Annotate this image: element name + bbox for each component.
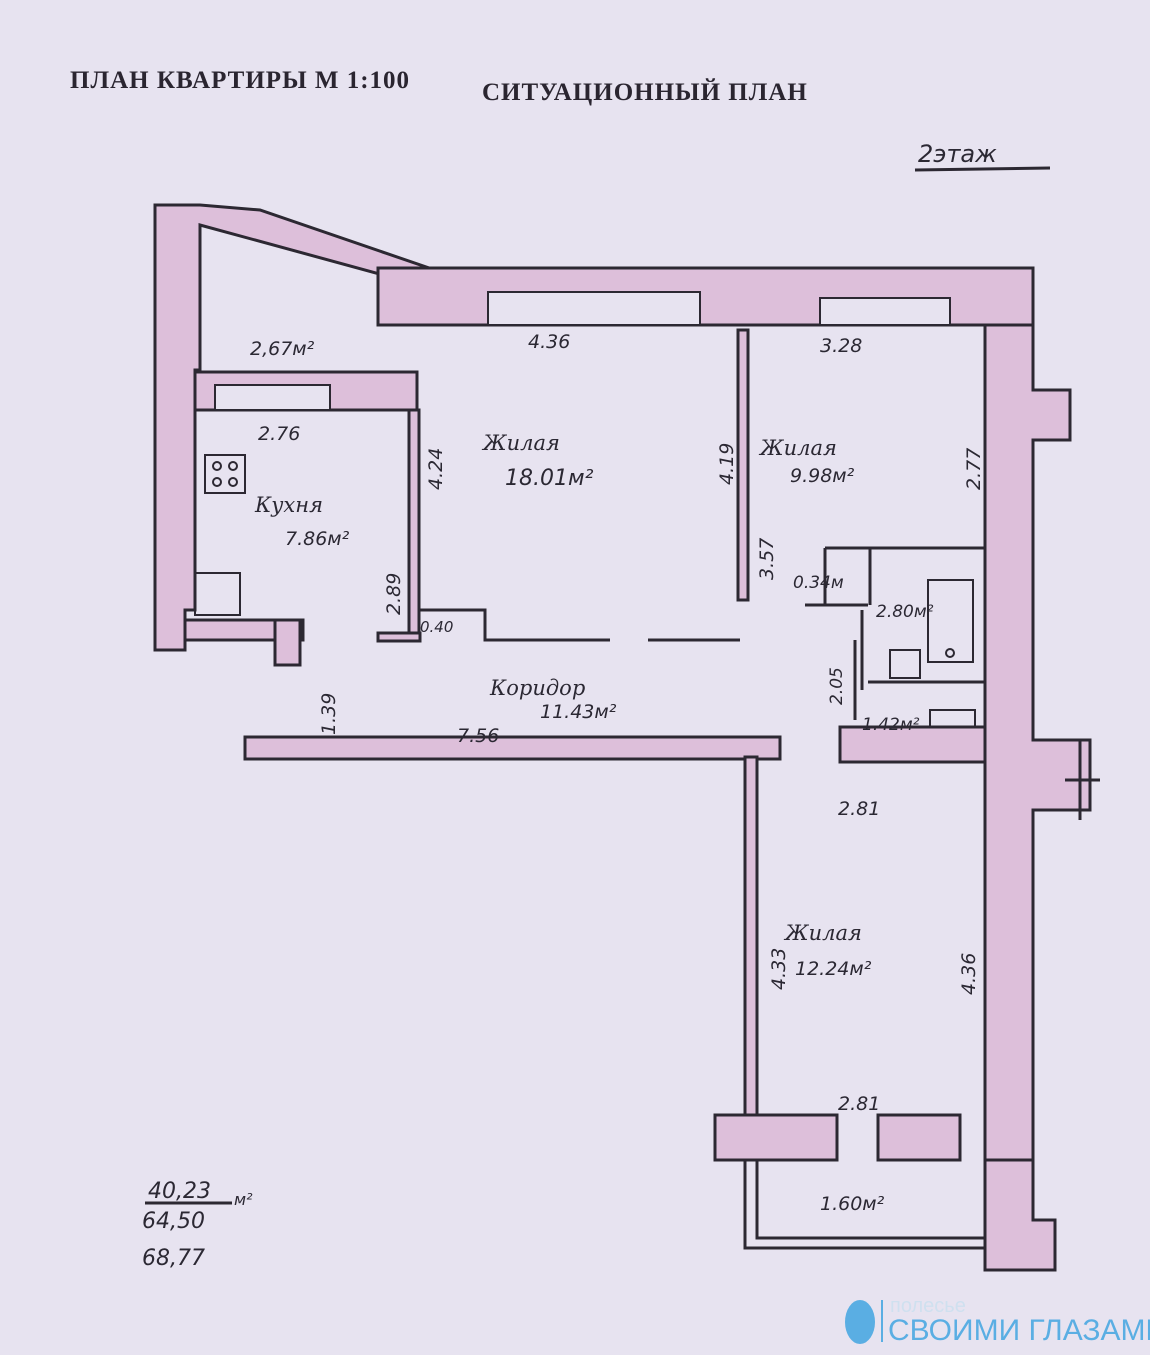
door-lines	[853, 610, 864, 720]
left-outer-wall	[153, 203, 438, 652]
living2-area: 9.98м²	[790, 465, 855, 487]
living1-left: 4.24	[425, 448, 447, 490]
corridor-niche: 0.40	[420, 618, 453, 636]
closet-walls	[805, 546, 985, 607]
plan-title: ПЛАН КВАРТИРЫ М 1:100	[70, 67, 410, 94]
window	[487, 291, 701, 326]
total-unit: м²	[234, 1190, 253, 1209]
living3-bottom: 2.81	[838, 1093, 880, 1115]
living2-left: 3.57	[756, 538, 778, 580]
total-living: 40,23	[148, 1179, 211, 1204]
closet-area: 0.34м	[793, 573, 844, 593]
corridor-area: 11.43м²	[540, 701, 617, 723]
living3-area: 12.24м²	[795, 958, 872, 980]
watermark-line1: полесье	[890, 1295, 966, 1317]
watermark-line2: СВОИМИ ГЛАЗАМИ	[888, 1314, 1150, 1347]
burner-icon	[212, 461, 222, 471]
living1-right: 4.19	[716, 443, 738, 485]
total-area: 64,50	[142, 1209, 205, 1234]
living3-top: 2.81	[838, 798, 880, 820]
drain-icon	[945, 648, 955, 658]
loggia-area: 2,67м²	[250, 338, 315, 360]
corridor-width: 1.39	[318, 693, 340, 735]
kitchen-name: Кухня	[254, 493, 323, 517]
kitchen-width: 2.76	[258, 423, 300, 445]
bedroom3-left-wall	[743, 755, 759, 1119]
balcony-side-wall	[983, 1158, 1057, 1272]
floor-label: 2этаж	[918, 140, 997, 168]
balcony-outline	[743, 1160, 985, 1250]
living1-area: 18.01м²	[505, 466, 594, 491]
bedroom3-top-wall	[838, 725, 987, 764]
kitchen-depth: 2.89	[383, 573, 405, 615]
right-outer-wall	[983, 323, 1092, 1272]
total-gross: 68,77	[142, 1246, 205, 1271]
corridor-length: 7.56	[457, 725, 499, 747]
floor-underline	[914, 166, 1051, 172]
pillar	[273, 618, 302, 667]
wc-height: 2.05	[827, 667, 847, 705]
bath-area: 2.80м²	[876, 602, 934, 622]
kitchen-sink-icon	[194, 572, 241, 616]
corridor-bottom-wall	[243, 735, 782, 761]
section-mark	[1065, 740, 1100, 820]
kitchen-area: 7.86м²	[285, 528, 350, 550]
living1-top: 4.36	[528, 331, 570, 353]
situation-plan-title: СИТУАЦИОННЫЙ ПЛАН	[482, 78, 808, 106]
balcony-area: 1.60м²	[820, 1193, 885, 1215]
stove-icon	[204, 454, 246, 494]
living2-right: 2.77	[963, 448, 985, 490]
corridor-name: Коридор	[489, 676, 585, 700]
sink-icon	[889, 649, 921, 679]
living3-left: 4.33	[768, 948, 790, 990]
living3-name: Жилая	[783, 921, 862, 945]
burner-icon	[212, 477, 222, 487]
watermark-logo: полесье СВОИМИ ГЛАЗАМИ	[845, 1295, 1150, 1347]
balcony-wall-left	[713, 1113, 839, 1162]
living3-right: 4.36	[958, 953, 980, 995]
living2-name: Жилая	[758, 436, 837, 460]
drop-icon	[845, 1300, 875, 1344]
window	[214, 384, 331, 411]
burner-icon	[228, 477, 238, 487]
walls	[153, 203, 1100, 1272]
living1-name: Жилая	[481, 431, 560, 455]
bathtub-icon	[927, 579, 974, 663]
niche-wall	[419, 608, 610, 642]
partition	[736, 328, 750, 602]
partition	[376, 631, 422, 643]
window	[819, 297, 951, 326]
balcony-wall-right	[876, 1113, 962, 1162]
living2-top: 3.28	[820, 335, 862, 357]
partition	[407, 408, 421, 642]
wc-area: 1.42м²	[862, 715, 920, 735]
burner-icon	[228, 461, 238, 471]
